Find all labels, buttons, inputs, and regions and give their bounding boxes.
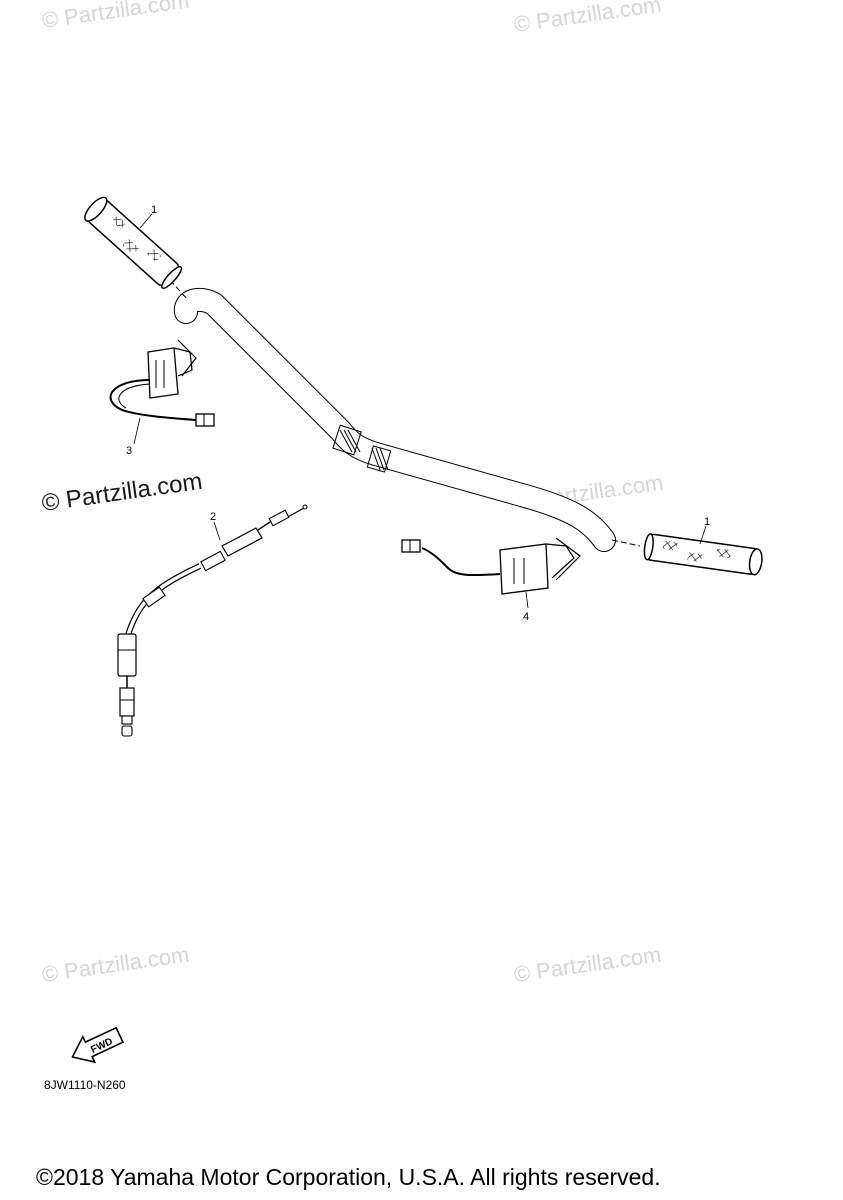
leader-line bbox=[699, 525, 707, 545]
callout-cable: 2 bbox=[210, 511, 216, 523]
handlebar bbox=[169, 279, 641, 552]
callout-heater-right: 4 bbox=[523, 611, 529, 623]
callout-grip-right: 1 bbox=[704, 516, 710, 528]
copyright-notice: ©2018 Yamaha Motor Corporation, U.S.A. A… bbox=[36, 1164, 661, 1190]
grip-right bbox=[643, 533, 763, 576]
leader-line bbox=[139, 213, 153, 229]
leader-line bbox=[525, 591, 529, 609]
leader-line bbox=[133, 417, 141, 445]
throttle-cable bbox=[117, 504, 308, 737]
leader-line bbox=[213, 521, 221, 541]
handlebar-knurl bbox=[332, 424, 392, 473]
callout-heater-left: 3 bbox=[126, 445, 132, 457]
grip-left bbox=[84, 196, 183, 289]
fwd-arrow-icon: FWD bbox=[71, 1026, 125, 1064]
diagram-code: 8JW1110-N260 bbox=[44, 1078, 126, 1092]
heater-element-right bbox=[401, 537, 581, 595]
heater-element-left bbox=[109, 339, 215, 427]
callout-grip-left: 1 bbox=[151, 204, 157, 216]
